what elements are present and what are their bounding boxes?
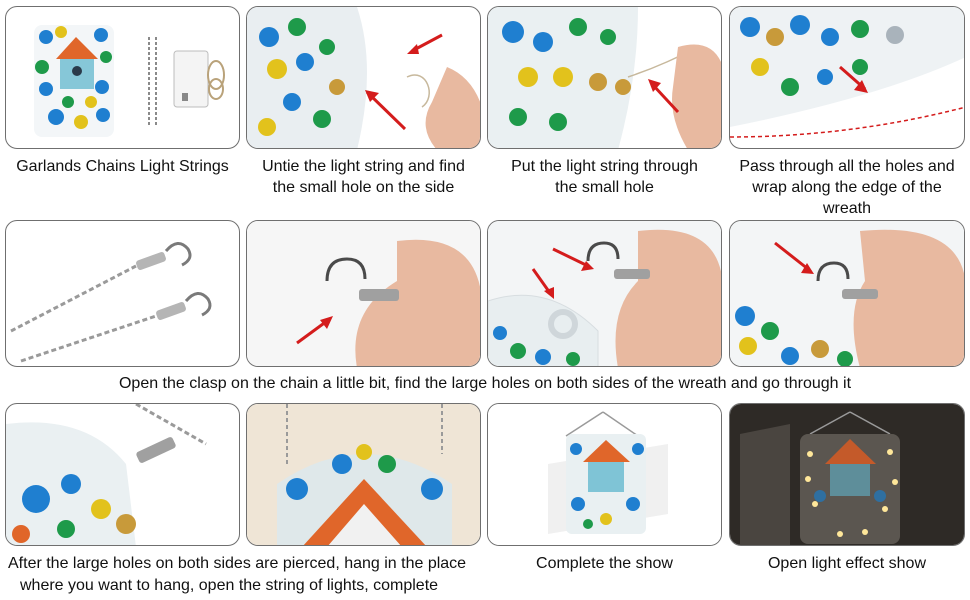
arrow-icon <box>774 241 809 271</box>
panel-wrap-edge <box>729 6 965 149</box>
panel-chain-clasp <box>5 220 240 367</box>
caption-wrap-line2: wrap along the edge of the <box>752 179 942 196</box>
light-effect-image <box>730 404 964 545</box>
panel-kit-contents <box>5 6 240 149</box>
caption-holes-line1: After the large holes on both sides are … <box>8 555 467 572</box>
caption-kit-contents: Garlands Chains Light Strings <box>16 158 229 175</box>
caption-complete-show: Complete the show <box>536 555 673 572</box>
caption-thread-line2: the small hole <box>555 179 654 196</box>
panel-complete-show <box>487 403 722 546</box>
wrap-edge-image <box>730 7 964 138</box>
holes-pierced-image <box>6 404 207 545</box>
panel-holes-pierced <box>5 403 240 546</box>
hanging-closeup-image <box>247 404 480 545</box>
caption-chain-clasp: Open the clasp on the chain a little bit… <box>118 375 852 392</box>
panel-thread-small-hole <box>487 6 722 149</box>
caption-untie-line2: the small hole on the side <box>272 179 455 196</box>
arrow-icon <box>552 247 589 268</box>
hook-through-image <box>730 221 964 366</box>
caption-thread-line1: Put the light string through <box>511 158 698 175</box>
caption-wrap-line3: wreath <box>822 200 872 217</box>
thread-small-hole-image <box>488 7 721 148</box>
arrow-icon <box>651 83 680 114</box>
caption-light-effect: Open light effect show <box>767 555 927 572</box>
panel-untie-light-string <box>246 6 481 149</box>
panel-light-effect <box>729 403 965 546</box>
panel-hanging-closeup <box>246 403 481 546</box>
complete-show-image <box>488 404 721 545</box>
chain-clasp-image <box>10 242 212 363</box>
panel-hook-large-hole <box>487 220 722 367</box>
caption-wrap-line1: Pass through all the holes and <box>739 158 955 175</box>
panel-hook-hole <box>246 220 481 367</box>
hook-hole-image <box>247 221 480 366</box>
caption-holes-line2: where you want to hang, open the string … <box>20 577 439 594</box>
arrow-icon <box>296 319 328 345</box>
caption-untie-line1: Untie the light string and find <box>262 158 465 175</box>
untie-light-string-image <box>247 7 480 148</box>
panel-hook-through <box>729 220 965 367</box>
hook-large-hole-image <box>488 221 721 366</box>
kit-contents-image <box>34 25 225 137</box>
